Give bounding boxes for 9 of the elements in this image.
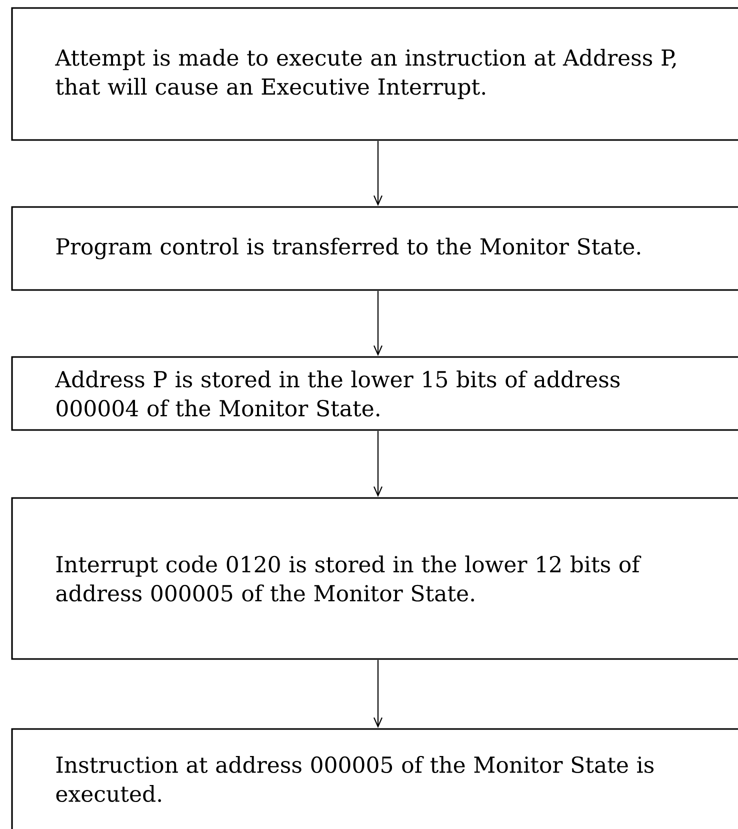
process-box: Instruction at address 000005 of the Monitor State is executed. bbox=[11, 728, 738, 829]
process-box: Interrupt code 0120 is stored in the lower 12 bits of address 000005 of the Monitor State. bbox=[11, 497, 738, 660]
process-box: Address P is stored in the lower 15 bits of address 000004 of the Monitor State. bbox=[11, 356, 738, 431]
arrow bbox=[374, 141, 382, 206]
arrow bbox=[374, 431, 382, 497]
process-box: Attempt is made to execute an instruction at Address P, that will cause an Executive Interrupt. bbox=[11, 7, 738, 141]
arrow bbox=[374, 291, 382, 356]
process-box: Program control is transferred to the Monitor State. bbox=[11, 206, 738, 291]
arrow bbox=[374, 660, 382, 728]
